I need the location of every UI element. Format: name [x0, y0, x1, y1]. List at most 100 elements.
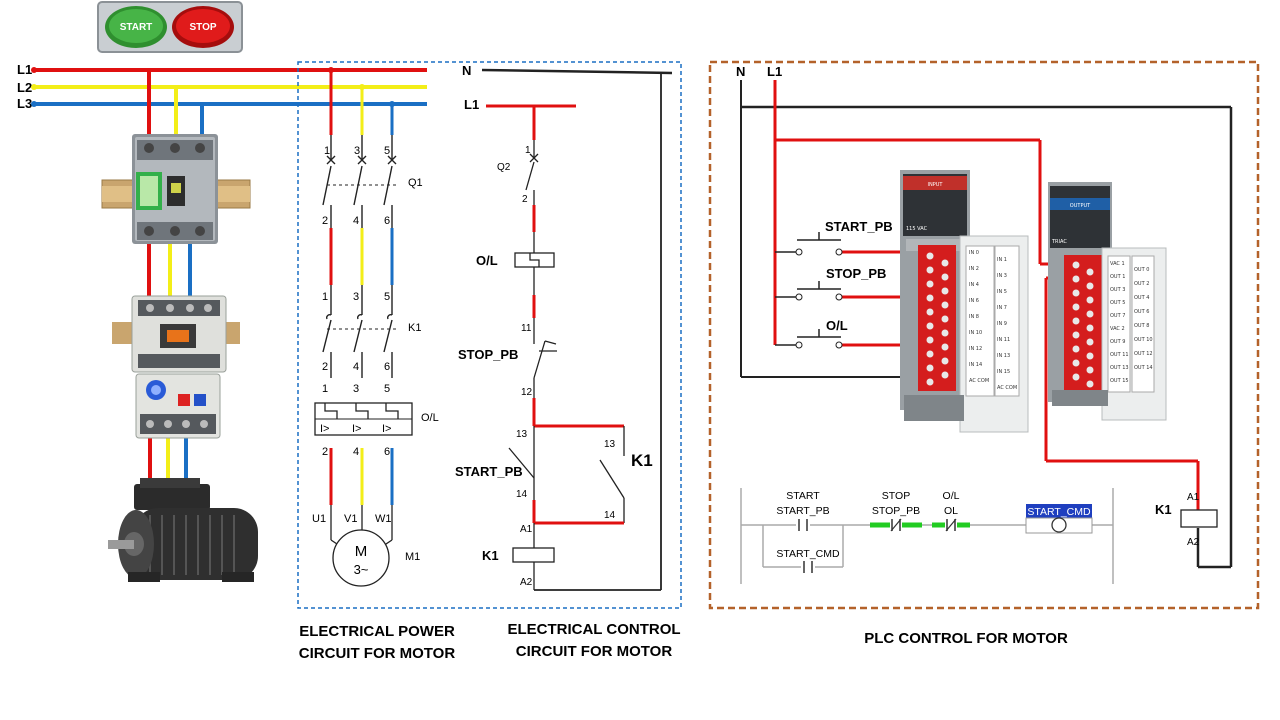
plc-start-pb-switch: START_PB [795, 219, 893, 256]
stop-button-label: STOP [189, 22, 216, 33]
plc-output-terminal-label-7: OUT 11 [1110, 352, 1129, 358]
plc-start-pb-label: START_PB [825, 219, 893, 234]
k1-aux-terminal-13: 13 [604, 439, 616, 450]
bus-l3-label: L3 [17, 96, 32, 111]
k1-terminal-3: 3 [353, 291, 359, 303]
power-caption-line1: ELECTRICAL POWER [299, 623, 455, 640]
plc-input-terminal-label-r-4: IN 9 [997, 321, 1007, 327]
plc-output-terminal-label-l-2: OUT 4 [1134, 295, 1149, 301]
plc-stop-pb-label: STOP_PB [826, 266, 886, 281]
plc-frame [708, 60, 1260, 610]
plc-output-type: TRIAC [1051, 239, 1067, 245]
motor-name: M1 [405, 551, 420, 563]
start-terminal-13: 13 [516, 429, 528, 440]
plc-neutral-label: N [736, 64, 745, 79]
plc-output-terminal-label-l-3: OUT 6 [1134, 309, 1149, 315]
ladder-ol-tag: OL [944, 505, 958, 517]
plc-input-voltage: 115 VAC [906, 226, 928, 232]
plc-output-terminal-label-l-0: OUT 0 [1134, 267, 1149, 273]
overload-mark-3: I> [382, 423, 391, 435]
plc-input-terminal-label-r-3: IN 7 [997, 305, 1007, 311]
plc-output-terminal-label-l-4: OUT 8 [1134, 323, 1149, 329]
q1-terminal-1: 1 [324, 145, 330, 157]
plc-input-terminal-label-3: IN 6 [969, 298, 979, 304]
three-phase-bus: L1 L2 L3 [17, 62, 427, 111]
plc-output-module: OUTPUT TRIAC [1048, 182, 1167, 421]
control-l1-label: L1 [464, 97, 479, 112]
plc-input-terminal-label-5: IN 10 [969, 330, 982, 336]
k1-aux-label: K1 [631, 451, 653, 470]
plc-input-terminal-label-4: IN 8 [969, 314, 979, 320]
plc-output-terminal-label-0: VAC 1 [1110, 261, 1125, 267]
coil-a2-label: A2 [520, 577, 533, 588]
plc-output-terminal-label-6: OUT 9 [1110, 339, 1125, 345]
q2-terminal-1: 1 [525, 145, 531, 156]
plc-k1-a2: A2 [1187, 537, 1200, 548]
plc-input-terminal-label-1: IN 2 [969, 266, 979, 272]
motor-symbol-phase: 3~ [354, 562, 369, 577]
plc-input-title: INPUT [928, 182, 944, 188]
k1-terminal-1: 1 [322, 291, 328, 303]
q2-terminal-2: 2 [522, 194, 528, 205]
plc-output-terminal-label-1: OUT 1 [1110, 274, 1125, 280]
plc-input-terminal-label-0: IN 0 [969, 250, 979, 256]
q1-terminal-5: 5 [384, 145, 390, 157]
motor-terminal-u1: U1 [312, 513, 326, 525]
ol-terminal-2: 2 [322, 446, 328, 458]
stop-terminal-11: 11 [521, 323, 532, 334]
plc-l1-label: L1 [767, 64, 782, 79]
power-caption-line2: CIRCUIT FOR MOTOR [299, 645, 456, 662]
plc-k1-label: K1 [1155, 502, 1172, 517]
bus-l2-label: L2 [17, 80, 32, 95]
plc-output-terminal-label-l-1: OUT 2 [1134, 281, 1149, 287]
ol-terminal-6: 6 [384, 446, 390, 458]
plc-input-terminal-label-r-8: AC COM [997, 385, 1017, 391]
ol-terminal-5: 5 [384, 383, 390, 395]
k1-terminal-6: 6 [384, 361, 390, 373]
control-caption-line2: CIRCUIT FOR MOTOR [516, 643, 673, 660]
k1-coil-label: K1 [482, 548, 499, 563]
motor-terminal-w1: W1 [375, 513, 392, 525]
q2-label: Q2 [497, 162, 511, 173]
ol-terminal-4: 4 [353, 446, 359, 458]
plc-k1-coil: K1 A1 A2 [1155, 492, 1218, 548]
ol-power-label: O/L [421, 412, 439, 424]
power-circuit: 1 3 5 Q1 2 4 6 1 3 5 K1 2 4 6 [312, 67, 439, 587]
plc-output-terminal-label-2: OUT 3 [1110, 287, 1125, 293]
ladder-logic: START START_PB START_CMD STOP STOP_PB O/… [740, 488, 1114, 584]
stop-terminal-12: 12 [521, 387, 533, 398]
plc-input-terminal-label-8: AC COM [969, 378, 989, 384]
start-pb-label: START_PB [455, 464, 523, 479]
ladder-stop-tag: STOP_PB [872, 505, 920, 517]
start-terminal-14: 14 [516, 489, 528, 500]
q1-terminal-4: 4 [353, 215, 359, 227]
power-control-frame [297, 61, 682, 609]
plc-output-terminal-label-8: OUT 13 [1110, 365, 1129, 371]
start-stop-button-panel: START STOP [97, 1, 243, 53]
motor-symbol-m: M [355, 543, 368, 560]
q1-terminal-2: 2 [322, 215, 328, 227]
k1-terminal-5: 5 [384, 291, 390, 303]
plc-input-terminal-label-2: IN 4 [969, 282, 979, 288]
plc-input-terminal-label-r-7: IN 15 [997, 369, 1010, 375]
plc-output-terminal-label-3: OUT 5 [1110, 300, 1125, 306]
ladder-start-tag: START_PB [776, 505, 829, 517]
plc-caption: PLC CONTROL FOR MOTOR [864, 630, 1068, 647]
start-button[interactable]: START [105, 6, 167, 48]
plc-input-terminal-label-6: IN 12 [969, 346, 982, 352]
control-neutral-label: N [462, 63, 471, 78]
k1-terminal-2: 2 [322, 361, 328, 373]
q1-label: Q1 [408, 177, 423, 189]
overload-mark-2: I> [352, 423, 361, 435]
plc-ol-label: O/L [826, 318, 848, 333]
contactor-image [112, 295, 240, 373]
control-circuit: N L1 1 Q2 2 O/L 11 STOP_PB 12 [455, 63, 673, 591]
plc-output-terminal-label-l-6: OUT 12 [1134, 351, 1153, 357]
bus-l1-label: L1 [17, 62, 32, 77]
control-caption-line1: ELECTRICAL CONTROL [507, 621, 680, 638]
motor-image [108, 478, 258, 582]
stop-button[interactable]: STOP [172, 6, 234, 48]
motor-symbol [332, 529, 390, 587]
plc-input-terminal-label-r-2: IN 5 [997, 289, 1007, 295]
stop-pb-label: STOP_PB [458, 347, 518, 362]
